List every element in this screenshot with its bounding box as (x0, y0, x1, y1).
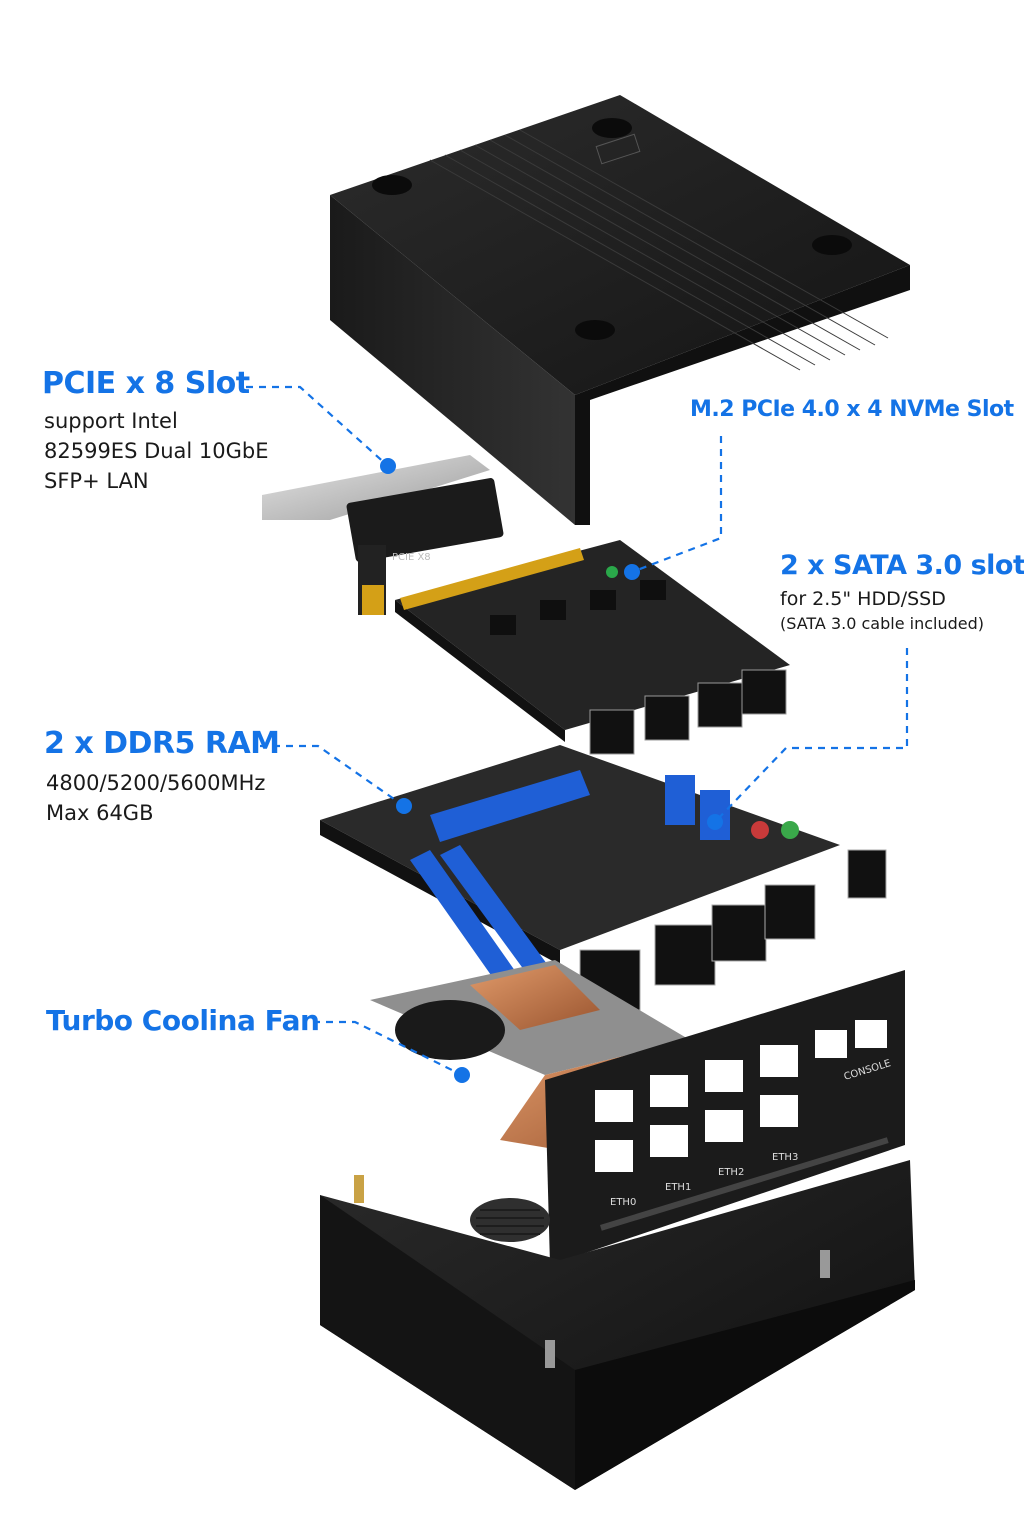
ram-desc-line: Max 64GB (46, 801, 154, 825)
ram-callout-title: 2 x DDR5 RAM (44, 726, 280, 761)
ddr5-slot (410, 850, 525, 995)
ethernet-port-row-lower (579, 849, 887, 1011)
callout-markers (380, 458, 723, 1083)
pcie-marker (380, 458, 396, 474)
sata-desc-note: (SATA 3.0 cable included) (780, 614, 984, 633)
fan-callout-title: Turbo Coolina Fan (46, 1004, 320, 1037)
rubber-foot (812, 235, 852, 255)
standoff (545, 1340, 555, 1368)
fan-blades (395, 1000, 505, 1060)
ram-callout-desc: 4800/5200/5600MHz Max 64GB (46, 768, 265, 828)
sata-desc-line: for 2.5" HDD/SSD (780, 588, 946, 610)
ram-desc-line: 4800/5200/5600MHz (46, 771, 266, 795)
sata-marker (707, 814, 723, 830)
pcie-riser: PCIE X8 (262, 455, 504, 615)
io-shield: CONSOLE ETH0 ETH1 ETH2 ETH3 (545, 970, 905, 1265)
sata-callout-desc: for 2.5" HDD/SSD (SATA 3.0 cable include… (780, 586, 984, 636)
callout-leaders (246, 385, 909, 1076)
pcie-x8-slot (430, 770, 590, 842)
eth-label: ETH1 (665, 1182, 691, 1193)
m2-marker (624, 564, 640, 580)
eth-label: ETH3 (772, 1152, 798, 1163)
fan-marker (454, 1067, 470, 1083)
standoff (354, 1175, 364, 1203)
ram-marker (396, 798, 412, 814)
m2-leader-line (631, 436, 723, 574)
rubber-foot (575, 320, 615, 340)
rubber-foot (372, 175, 412, 195)
m2-callout-title: M.2 PCIe 4.0 x 4 NVMe Slot (690, 397, 1014, 422)
pcie-desc-line: support Intel (44, 409, 178, 433)
eth-label: ETH0 (610, 1197, 636, 1208)
pcie-card-label: PCIE X8 (392, 552, 431, 563)
pcie-callout-title: PCIE x 8 Slot (42, 366, 250, 401)
pcie-desc-line: SFP+ LAN (44, 469, 149, 493)
rubber-foot (592, 118, 632, 138)
sata-leader-line (714, 648, 909, 823)
top-lid (330, 95, 910, 525)
pcie-desc-line: 82599ES Dual 10GbE (44, 439, 269, 463)
sata-callout-title: 2 x SATA 3.0 slot (780, 550, 1024, 581)
motherboard (320, 745, 887, 1026)
fan-leader-line (313, 1020, 463, 1076)
ddr5-slot (440, 845, 555, 985)
network-board (395, 540, 790, 755)
pcie-callout-desc: support Intel 82599ES Dual 10GbE SFP+ LA… (44, 406, 269, 496)
eth-label: ETH2 (718, 1167, 744, 1178)
pcie-leader-line (246, 385, 389, 467)
ram-leader-line (260, 744, 405, 807)
standoff (820, 1250, 830, 1278)
base-chassis (320, 1160, 915, 1490)
sata-slot (665, 775, 695, 825)
vent-grille (470, 1198, 550, 1242)
ethernet-port-row-upper (589, 669, 787, 755)
